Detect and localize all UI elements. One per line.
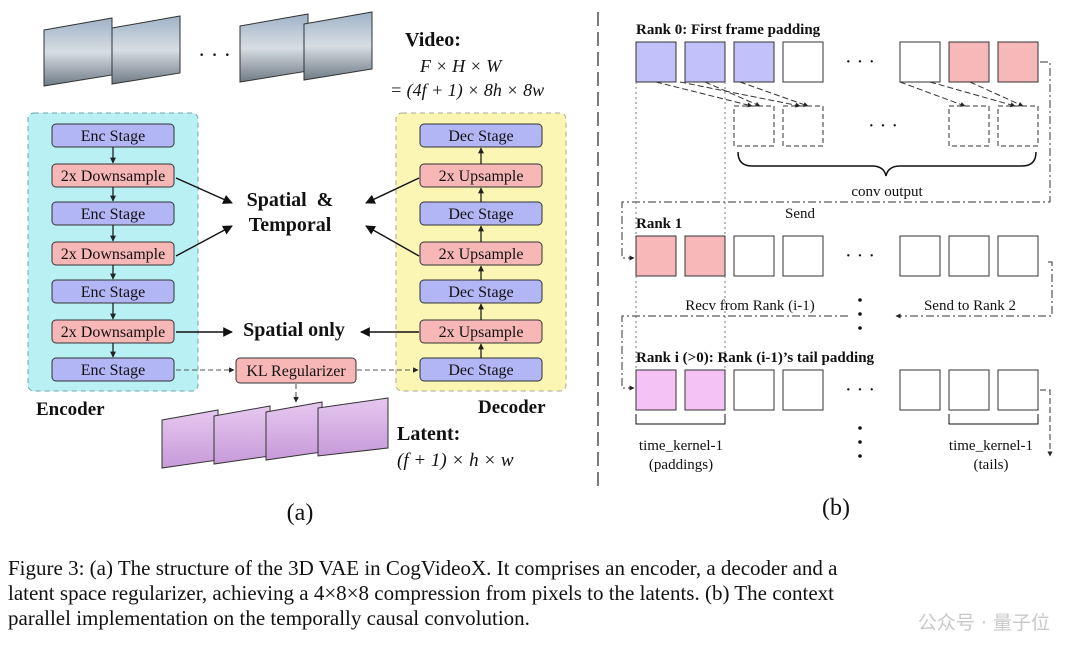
video-title: Video: [405, 29, 461, 51]
latent-eq: (f + 1) × h × w [397, 450, 514, 471]
conv-dots: · · · [868, 115, 898, 137]
encoder-label: Encoder [36, 399, 105, 420]
dec-upsample-label: 2x Upsample [439, 324, 524, 341]
rank0-title: Rank 0: First frame padding [636, 22, 821, 38]
ranki-send-arrow [1040, 389, 1053, 457]
conv-arrows [655, 81, 1024, 108]
latent-frames [161, 397, 389, 469]
recv-label: Recv from Rank (i-1) [685, 298, 815, 314]
rank0-dots: · · · [845, 51, 875, 73]
dec-stage-label: Dec Stage [448, 284, 513, 301]
kernel-guides [635, 82, 726, 370]
kl-regularizer-box [235, 357, 357, 384]
encoder-blocks [51, 123, 175, 382]
dec-stage-label: Dec Stage [448, 128, 513, 145]
enc-stage-label: Enc Stage [81, 206, 145, 223]
caption-line: latent space regularizer, achieving a 4×… [8, 581, 835, 605]
send-rank2-label: Send to Rank 2 [924, 298, 1016, 314]
latent-title: Latent: [397, 423, 460, 445]
dec-upsample-label: 2x Upsample [439, 246, 524, 263]
dec-upsample-label: 2x Upsample [439, 168, 524, 185]
enc-downsample-label: 2x Downsample [61, 246, 165, 263]
watermark-text: 公众号 · 量子位 [917, 612, 1050, 634]
spatial-arrows [175, 177, 420, 337]
rank0-row [635, 41, 1039, 83]
conv-output-brace [737, 151, 1037, 177]
vertical-dots [858, 298, 862, 458]
padding-bracket [635, 414, 726, 425]
spatial-temporal-label-2: Temporal [249, 214, 332, 236]
send-rank2-arrow [895, 261, 1053, 319]
rank1-row [635, 235, 1039, 277]
enc-stage-label: Enc Stage [81, 284, 145, 301]
tail-bracket [948, 414, 1039, 425]
kl-arrows [176, 367, 419, 403]
video-eq: = (4f + 1) × 8h × 8w [390, 80, 544, 101]
ranki-dots: · · · [845, 379, 875, 401]
caption-line: Figure 3: (a) The structure of the 3D VA… [8, 556, 838, 580]
spatial-temporal-label-1: Spatial & [247, 189, 334, 211]
conv-output-label: conv output [851, 184, 923, 200]
rank1-dots: · · · [845, 245, 875, 267]
video-ellipsis: · · · [198, 42, 231, 67]
kernel-right-line2: (tails) [974, 457, 1009, 473]
enc-stage-label: Enc Stage [81, 362, 145, 379]
kl-regularizer-label: KL Regularizer [246, 363, 346, 380]
kernel-left-line1: time_kernel-1 [639, 438, 723, 454]
recv-arrow [621, 315, 848, 391]
video-frames [43, 11, 373, 87]
enc-downsample-label: 2x Downsample [61, 168, 165, 185]
decoder-label: Decoder [478, 397, 546, 418]
decoder-blocks [419, 123, 543, 382]
ranki-row [635, 369, 1039, 411]
video-dims: F × H × W [419, 56, 503, 76]
dec-stage-label: Dec Stage [448, 362, 513, 379]
dec-stage-label: Dec Stage [448, 206, 513, 223]
rank1-title: Rank 1 [636, 216, 682, 232]
send-label: Send [785, 206, 816, 222]
enc-downsample-label: 2x Downsample [61, 324, 165, 341]
panel-a-sublabel: (a) [287, 500, 314, 526]
kernel-left-line2: (paddings) [649, 457, 713, 473]
send-arrow [621, 61, 1051, 261]
caption-line: parallel implementation on the temporall… [8, 606, 530, 630]
enc-stage-label: Enc Stage [81, 128, 145, 145]
figure-caption: Figure 3: (a) The structure of the 3D VA… [8, 556, 1068, 631]
ranki-title: Rank i (>0): Rank (i-1)’s tail padding [636, 350, 875, 366]
spatial-only-label: Spatial only [243, 319, 345, 341]
kernel-right-line1: time_kernel-1 [949, 438, 1033, 454]
panel-b-sublabel: (b) [822, 495, 850, 521]
